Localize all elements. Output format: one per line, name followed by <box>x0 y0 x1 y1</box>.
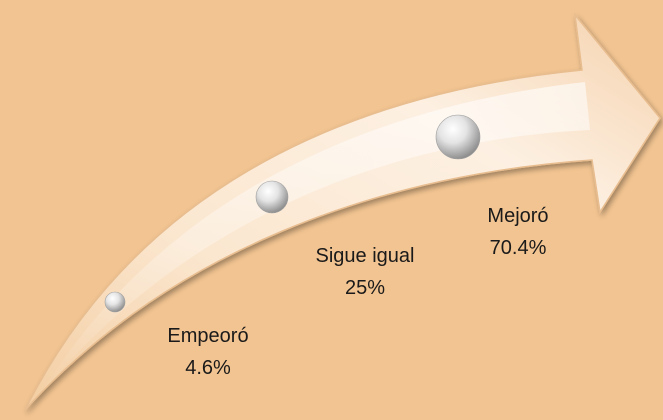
stage-marker-empeoro <box>104 291 126 313</box>
stage-label-sigue-igual: Sigue igual 25% <box>295 240 435 304</box>
stage-label-empeoro: Empeoró 4.6% <box>146 320 270 384</box>
stage-value: 70.4% <box>489 237 547 259</box>
stage-name: Sigue igual <box>315 245 415 267</box>
stage-value: 4.6% <box>185 357 231 379</box>
stage-name: Empeoró <box>167 325 249 347</box>
arrow-highlight <box>40 82 590 395</box>
stage-value: 25% <box>344 277 386 299</box>
stage-name: Mejoró <box>487 205 549 227</box>
stage-label-mejoro: Mejoró 70.4% <box>456 200 580 264</box>
stage-marker-sigue-igual <box>255 180 289 214</box>
stage-marker-mejoro <box>435 114 481 160</box>
